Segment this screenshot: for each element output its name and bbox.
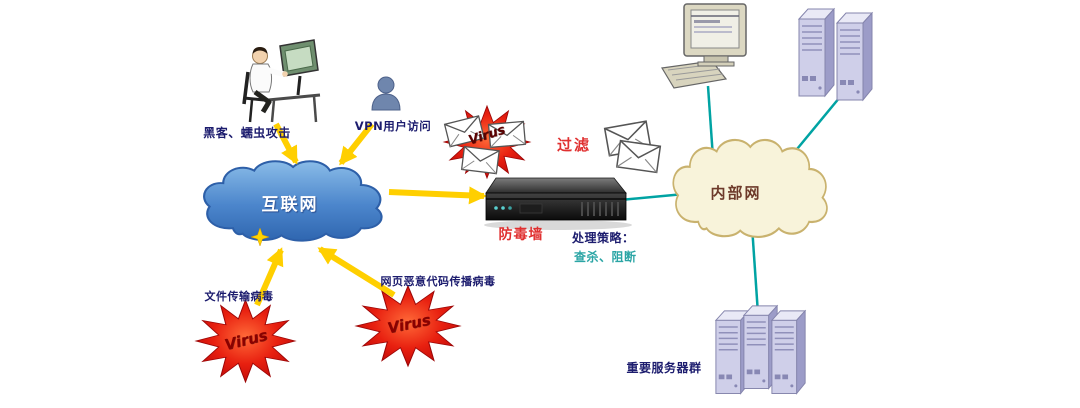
server-group-label: 重要服务器群 — [626, 361, 702, 375]
filter-label: 过滤 — [556, 136, 591, 154]
internet-cloud — [203, 160, 383, 242]
strategy-actions-label: 查杀、阻断 — [574, 250, 637, 264]
attack-arrows — [254, 122, 487, 307]
arrow-internet-firewall — [388, 186, 487, 205]
intranet-cloud — [672, 138, 828, 239]
vpn-user-icon — [371, 76, 401, 111]
file-virus-label: 文件传输病毒 — [204, 290, 274, 303]
server-cluster-icon — [715, 305, 806, 395]
server-towers-icon — [798, 8, 873, 101]
firewall-device-icon — [484, 177, 632, 230]
internet-cloud-label: 互联网 — [261, 195, 319, 215]
intranet-cloud-label: 内部网 — [710, 184, 762, 202]
arrow-hacker-internet — [273, 122, 299, 165]
arrow-vpn-internet — [338, 122, 375, 166]
sparkle-icon — [250, 227, 270, 247]
web-virus-label: 网页恶意代码传播病毒 — [380, 275, 496, 288]
strategy-title-label: 处理策略： — [572, 231, 635, 245]
hacker-attack-label: 黑客、蠕虫攻击 — [203, 126, 291, 140]
firewall-label: 防毒墙 — [498, 227, 544, 243]
link-intranet-servers — [750, 225, 760, 315]
arrow-webvirus-internet — [317, 246, 396, 298]
hacker-computer-icon — [242, 39, 321, 123]
link-intranet-desktop — [706, 85, 715, 159]
desktop-computer-icon — [661, 3, 747, 89]
vpn-user-label: VPN用户访问 — [354, 119, 432, 133]
arrow-filevirus-internet — [254, 247, 284, 307]
